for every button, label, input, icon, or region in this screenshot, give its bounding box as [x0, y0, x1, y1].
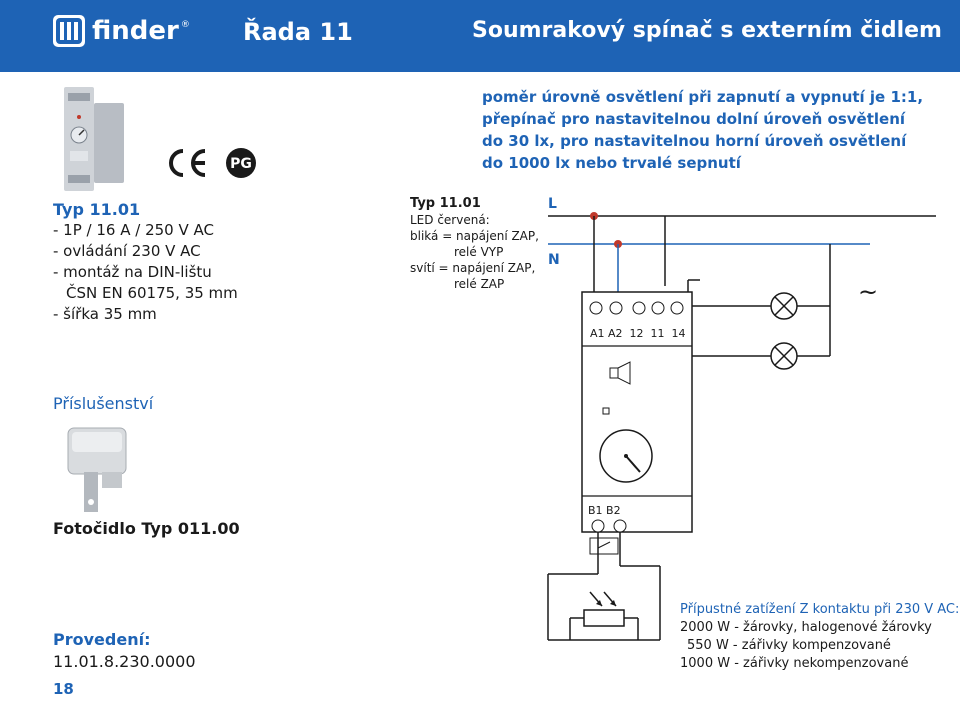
terminal-labels: A1 A2 12 11 14	[590, 327, 686, 340]
provedeni-label: Provedení:	[53, 630, 151, 649]
wiring-diagram: L N ~ A1 A2 12 11 14	[547, 196, 936, 641]
finder-logo-icon	[53, 15, 85, 47]
product-title: Soumrakový spínač s externím čidlem	[472, 18, 942, 43]
page-number: 18	[53, 680, 74, 698]
certification-marks: PG	[169, 148, 256, 178]
spec-item: ČSN EN 60175, 35 mm	[66, 284, 238, 302]
load-header: Přípustné zatížení Z kontaktu při 230 V …	[680, 602, 960, 617]
intro-line: poměr úrovně osvětlení při zapnutí a vyp…	[482, 88, 924, 106]
ac-symbol: ~	[858, 278, 878, 306]
terminal-screws	[589, 301, 684, 315]
type-title: Typ 11.01	[53, 200, 141, 219]
provedeni-code: 11.01.8.230.0000	[53, 652, 196, 671]
sensor-terminal-labels: B1 B2	[588, 504, 621, 517]
line-n-label: N	[548, 252, 560, 268]
series-title: Řada 11	[243, 18, 353, 46]
gost-mark-icon: PG	[226, 148, 256, 178]
intro-line: do 1000 lx nebo trvalé sepnutí	[482, 154, 741, 172]
device-photo	[64, 87, 124, 191]
brand-name: finder	[92, 16, 179, 46]
lamp-icon	[770, 292, 798, 320]
load-table: Přípustné zatížení Z kontaktu při 230 V …	[680, 601, 959, 673]
led-line: LED červená:	[410, 213, 490, 227]
photocell-label: Fotočidlo Typ 011.00	[53, 519, 240, 538]
spec-item: - ovládání 230 V AC	[53, 242, 201, 260]
led-line: relé ZAP	[454, 277, 505, 291]
accessories-heading: Příslušenství	[53, 394, 154, 413]
led-type-title: Typ 11.01	[410, 196, 481, 211]
intro-line: do 30 lx, pro nastavitelnou horní úroveň…	[482, 132, 907, 150]
svg-text:PG: PG	[230, 156, 252, 172]
dial-icon	[599, 429, 653, 483]
photoresistor-icon	[583, 609, 625, 627]
finder-logo: finder ®	[52, 14, 190, 48]
line-l-label: L	[548, 196, 557, 212]
intro-text: poměr úrovně osvětlení při zapnutí a vyp…	[482, 86, 923, 174]
led-description: Typ 11.01 LED červená: bliká = napájení …	[410, 196, 539, 292]
lamp-icon	[770, 342, 798, 370]
load-row: 2000 W - žárovky, halogenové žárovky	[680, 620, 932, 635]
led-line: relé VYP	[454, 245, 504, 259]
spec-list: - 1P / 16 A / 250 V AC - ovládání 230 V …	[53, 220, 238, 325]
load-row: 1000 W - zářivky nekompenzované	[680, 656, 909, 671]
load-row: 550 W - zářivky kompenzované	[687, 638, 891, 653]
spec-item: - šířka 35 mm	[53, 305, 157, 323]
header-bar: finder ® Řada 11 Soumrakový spínač s ext…	[0, 0, 960, 72]
intro-line: přepínač pro nastavitelnou dolní úroveň …	[482, 110, 906, 128]
led-line: bliká = napájení ZAP,	[410, 229, 539, 243]
photocell-photo	[67, 427, 127, 512]
registered-mark: ®	[180, 20, 190, 30]
spec-item: - montáž na DIN-lištu	[53, 263, 212, 281]
spec-item: - 1P / 16 A / 250 V AC	[53, 221, 214, 239]
ce-mark-icon	[169, 149, 206, 177]
led-line: svítí = napájení ZAP,	[410, 261, 536, 275]
